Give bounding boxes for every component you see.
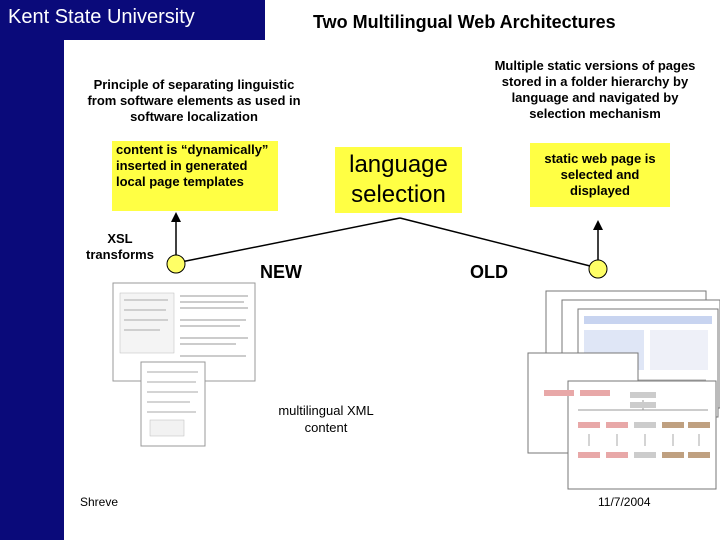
content-inserted-text: content is “dynamically” inserted in gen… (116, 142, 269, 189)
static-selected-box: static web page is selected and displaye… (530, 143, 670, 207)
left-arrow-head (171, 212, 181, 222)
university-name: Kent State University (8, 6, 195, 28)
left-node (166, 254, 186, 274)
right-node (588, 259, 608, 279)
static-versions-text: Multiple static versions of pages stored… (494, 58, 696, 121)
principle-text: Principle of separating linguistic from … (87, 77, 301, 124)
header-brand-bar (0, 0, 265, 40)
template-document-back (140, 361, 206, 447)
left-sidebar (0, 40, 64, 540)
multilingual-xml-label: multilingual XML content (278, 403, 374, 435)
footer-author: Shreve (80, 495, 119, 509)
content-inserted-box: content is “dynamically” inserted in gen… (112, 141, 278, 211)
connector-left-line (175, 217, 401, 264)
header-band (265, 0, 720, 40)
xsl-transforms-label: XSL transforms (86, 231, 154, 262)
right-arrow-head (593, 220, 603, 230)
language-selection-box: language selection (335, 147, 462, 213)
language-selection-text: language selection (349, 151, 448, 208)
slide-title: Two Multilingual Web Architectures (313, 12, 616, 32)
old-label: OLD (470, 262, 508, 282)
footer-date: 11/7/2004 (598, 495, 651, 509)
folder-hierarchy-sheets (527, 352, 717, 490)
connector-right-line (399, 217, 599, 269)
new-label: NEW (260, 262, 302, 282)
static-selected-text: static web page is selected and displaye… (544, 151, 656, 198)
